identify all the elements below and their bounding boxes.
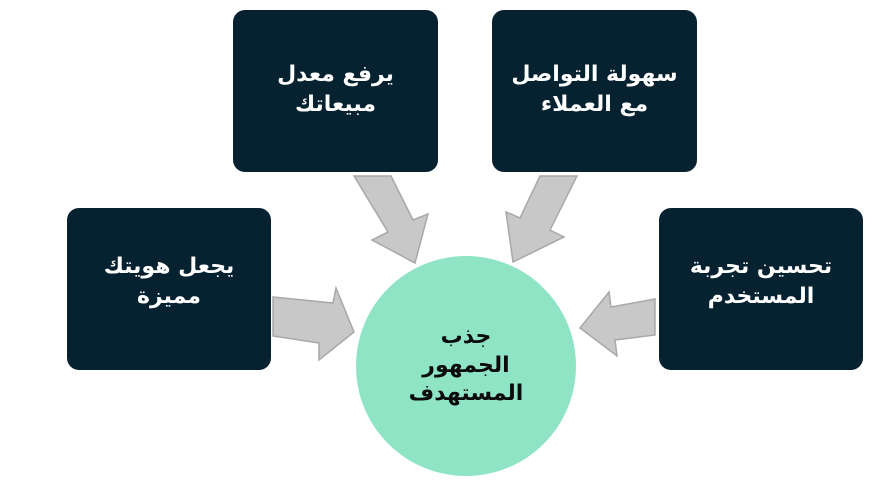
center-circle: جذب الجمهور المستهدف [356, 256, 576, 476]
arrow-sales-to-center [352, 175, 430, 265]
arrow-contact-to-center [505, 175, 579, 264]
box-improve-user-experience: تحسين تجربة المستخدم [659, 208, 863, 370]
box-easy-customer-contact-label: سهولة التواصل مع العملاء [511, 62, 678, 117]
box-easy-customer-contact: سهولة التواصل مع العملاء [492, 10, 697, 172]
box-distinct-identity: يجعل هويتك مميزة [67, 208, 271, 370]
box-distinct-identity-label: يجعل هويتك مميزة [103, 254, 235, 309]
box-improve-user-experience-label: تحسين تجربة المستخدم [689, 254, 833, 309]
arrow-ux-to-center [578, 290, 656, 358]
box-raise-sales-label: يرفع معدل مبيعاتك [277, 62, 394, 117]
center-circle-label: جذب الجمهور المستهدف [408, 324, 524, 407]
arrow-brand-to-center [272, 285, 355, 362]
box-raise-sales: يرفع معدل مبيعاتك [233, 10, 438, 172]
